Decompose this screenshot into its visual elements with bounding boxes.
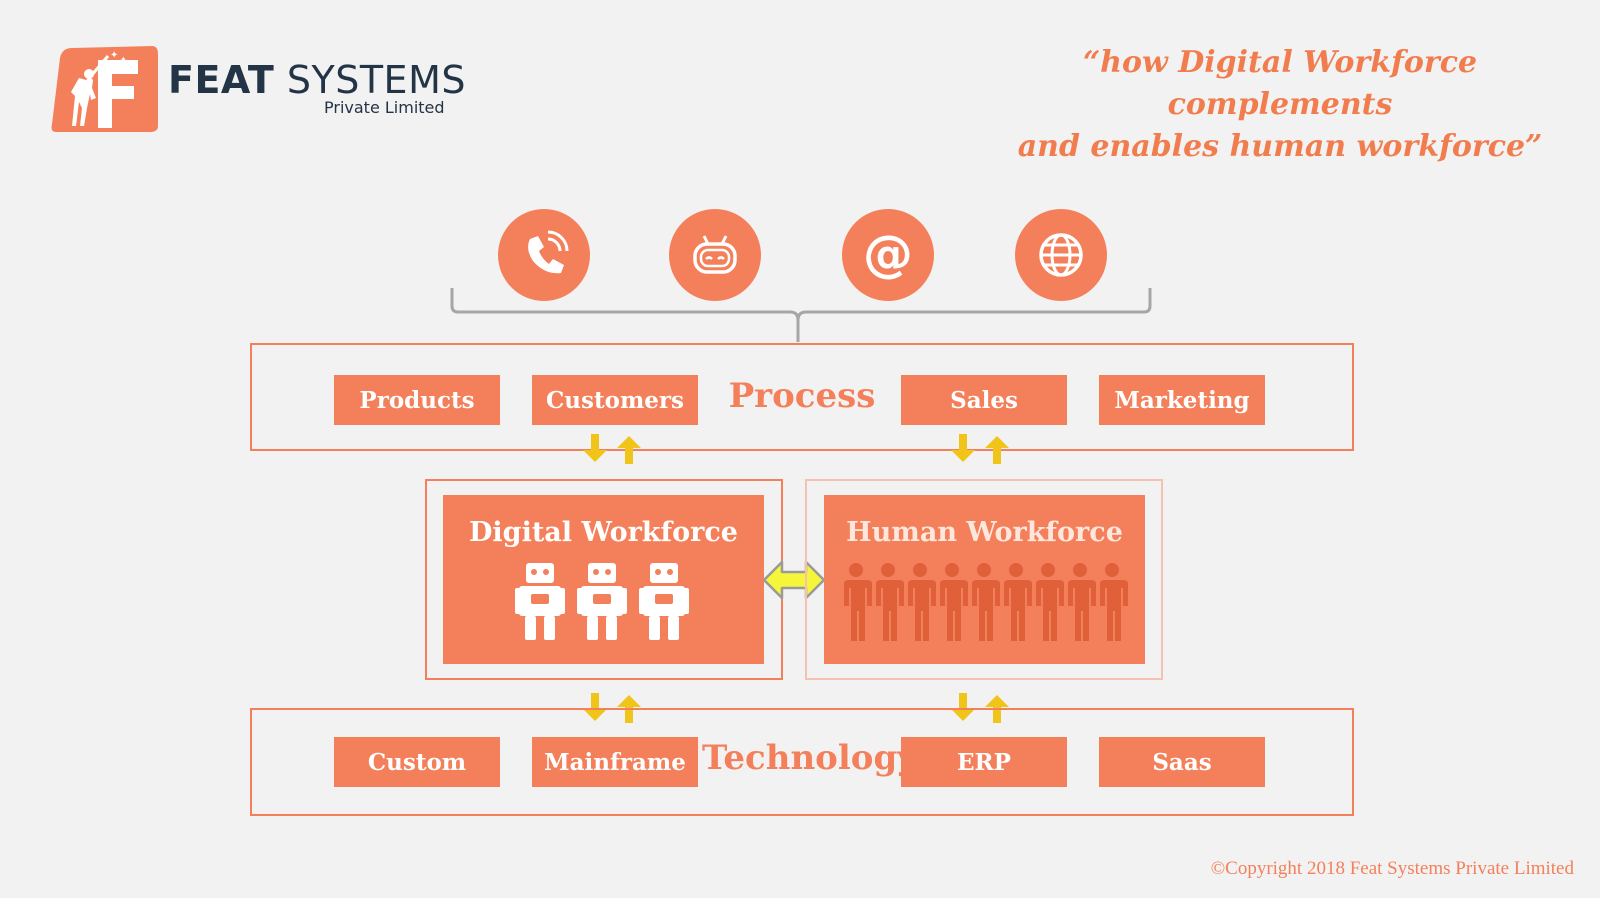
human-workforce-box: Human Workforce: [824, 495, 1145, 664]
process-human-sync-arrows: [951, 434, 1009, 464]
svg-text:✦: ✦: [110, 50, 118, 61]
digital-workforce-title: Digital Workforce: [469, 517, 738, 548]
brand-name-rest: SYSTEMS: [286, 58, 466, 102]
process-item-products: Products: [334, 375, 500, 425]
technology-title: Technology: [702, 738, 917, 778]
channel-web: [1015, 209, 1107, 301]
human-workforce-title: Human Workforce: [846, 517, 1123, 548]
technology-item-mainframe: Mainframe: [532, 737, 698, 787]
brand-name: FEAT SYSTEMS: [168, 58, 466, 102]
quote-line-2: and enables human workforce”: [1017, 129, 1543, 164]
technology-item-saas: Saas: [1099, 737, 1265, 787]
tagline-quote: “how Digital Workforce complements and e…: [990, 42, 1570, 168]
process-item-marketing: Marketing: [1099, 375, 1265, 425]
human-workforce-frame: [805, 479, 1163, 680]
email-at-icon: @: [863, 227, 913, 283]
process-item-customers: Customers: [532, 375, 698, 425]
technology-frame: [250, 708, 1354, 816]
chatbot-icon: [693, 235, 737, 274]
process-digital-sync-arrows: [583, 434, 641, 464]
people-group-icon: [844, 563, 1128, 641]
channel-email: @: [842, 209, 934, 301]
channel-phone: [498, 209, 590, 301]
process-frame: [250, 343, 1354, 451]
brand-name-bold: FEAT: [168, 58, 275, 102]
svg-text:@: @: [863, 227, 913, 283]
technology-item-custom: Custom: [334, 737, 500, 787]
quote-line-1: “how Digital Workforce complements: [1082, 45, 1478, 122]
phone-icon: [528, 230, 569, 274]
channel-grouping-brace: [450, 288, 1152, 342]
process-title: Process: [728, 376, 876, 416]
digital-workforce-box: Digital Workforce: [443, 495, 764, 664]
brand-subtitle: Private Limited: [324, 98, 445, 117]
channel-chatbot: [669, 209, 761, 301]
technology-item-erp: ERP: [901, 737, 1067, 787]
process-item-sales: Sales: [901, 375, 1067, 425]
feat-systems-logo-icon: ✦ ✦: [51, 46, 158, 132]
robots-icon: [515, 563, 689, 640]
globe-icon: [1039, 233, 1083, 277]
copyright-notice: ©Copyright 2018 Feat Systems Private Lim…: [1210, 858, 1574, 879]
svg-text:✦: ✦: [120, 55, 127, 64]
